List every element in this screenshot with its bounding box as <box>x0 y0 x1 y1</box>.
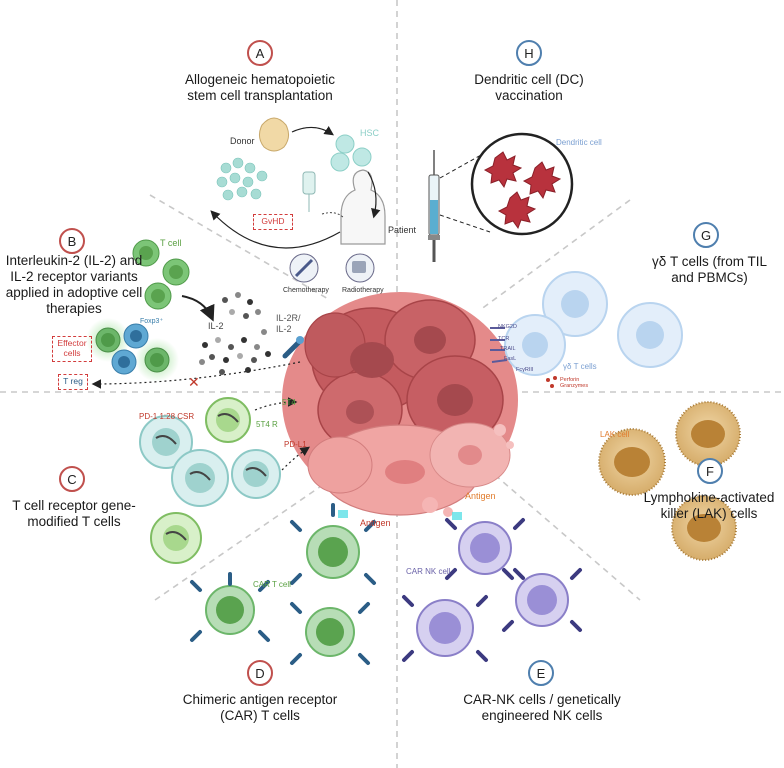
section-c-illustration <box>139 397 310 564</box>
section-h-badge: H <box>516 40 542 66</box>
section-e-badge: E <box>528 660 554 686</box>
stem-cells-cluster <box>216 157 268 201</box>
divider-a-b <box>149 194 331 301</box>
5t4r-label: 5T4 R <box>256 420 278 429</box>
section-g-illustration <box>490 271 683 388</box>
lak-cell <box>671 495 737 561</box>
section-h-illustration <box>428 132 574 262</box>
foxp3-label: Foxp3⁺ <box>140 318 164 325</box>
tcr-cell <box>139 415 193 469</box>
5t4-label: 5T4 <box>282 398 296 407</box>
section-b-badge: B <box>59 228 85 254</box>
gvhd-box: GvHD <box>253 214 293 230</box>
section-a-badge: A <box>247 40 273 66</box>
tcr-cell <box>150 512 202 564</box>
section-b-illustration: ✕ <box>86 239 304 390</box>
dendritic-cell-label: Dendritic cell <box>556 138 602 147</box>
il2r-label: IL-2R/IL-2 <box>276 313 301 334</box>
car-t-cell <box>306 525 360 579</box>
car-nk-cell-label: CAR NK cell <box>406 567 451 576</box>
car-nk-cell <box>416 599 474 657</box>
antigen-left-label: Antigen <box>360 518 391 528</box>
il2-label: IL-2 <box>208 321 224 331</box>
section-h-title: Dendritic cell (DC)vaccination <box>474 72 584 103</box>
lak-cell <box>598 428 666 496</box>
tumor-mass <box>282 292 518 517</box>
tcr-cell <box>231 449 281 499</box>
section-g-badge: G <box>693 222 719 248</box>
fcgr3-label: FcγRIII <box>516 367 534 373</box>
car-nk-cell <box>458 521 512 575</box>
tcr-label: TCR <box>498 336 510 342</box>
blocked-x-icon: ✕ <box>188 374 200 390</box>
divider-g-h <box>479 199 631 311</box>
tcr-cell <box>205 397 251 443</box>
section-f-badge: F <box>697 458 723 484</box>
car-t-cell <box>305 607 355 657</box>
car-t-cell <box>205 585 255 635</box>
car-nk-receptors <box>402 518 582 662</box>
patient-label: Patient <box>388 225 417 235</box>
tcr-cell <box>171 449 229 507</box>
gd-t-cells-label: γδ T cells <box>563 362 597 371</box>
donor-pelvis-icon <box>258 117 290 152</box>
donor-label: Donor <box>230 136 255 146</box>
section-d-badge: D <box>247 660 273 686</box>
trail-label: TRAIL <box>500 346 516 352</box>
hsc-label: HSC <box>360 128 380 138</box>
divider-e-f <box>494 474 641 601</box>
radiotherapy-label: Radiotherapy <box>342 287 384 294</box>
car-t-cell-label: CAR T cell <box>253 580 291 589</box>
iv-bag-icon <box>302 171 316 195</box>
lak-cell-label: LAK cell <box>600 430 630 439</box>
divider-c-d <box>154 479 331 601</box>
pdl1-label: PD-L1 <box>284 440 307 449</box>
section-d-illustration <box>190 503 376 665</box>
section-d-title: Chimeric antigen receptor(CAR) T cells <box>182 692 338 723</box>
car-nk-cell <box>515 573 569 627</box>
pd1-csr-label: PD-1 1:28 CSR <box>139 412 195 421</box>
chemotherapy-label: Chemotherapy <box>283 287 329 294</box>
antigen-right-label: Antigen <box>465 491 496 501</box>
il2-dots <box>199 292 271 375</box>
car-receptors <box>190 503 376 665</box>
dendritic-cells <box>483 151 562 230</box>
section-c-title: T cell receptor gene-modified T cells <box>12 498 136 529</box>
section-c-badge: C <box>59 466 85 492</box>
patient-icon <box>340 169 386 245</box>
section-e-illustration <box>402 512 582 662</box>
section-f-illustration <box>598 401 741 561</box>
fasl-label: FasL <box>504 356 517 362</box>
syringe-icon <box>428 150 440 262</box>
nkg2d-label: NKG2D <box>498 324 517 330</box>
t-reg-box: T reg <box>58 374 88 390</box>
section-a-illustration <box>210 117 386 283</box>
t-cell-label: T cell <box>160 238 182 248</box>
lak-cell <box>675 401 741 467</box>
gd-receptors <box>490 327 508 363</box>
